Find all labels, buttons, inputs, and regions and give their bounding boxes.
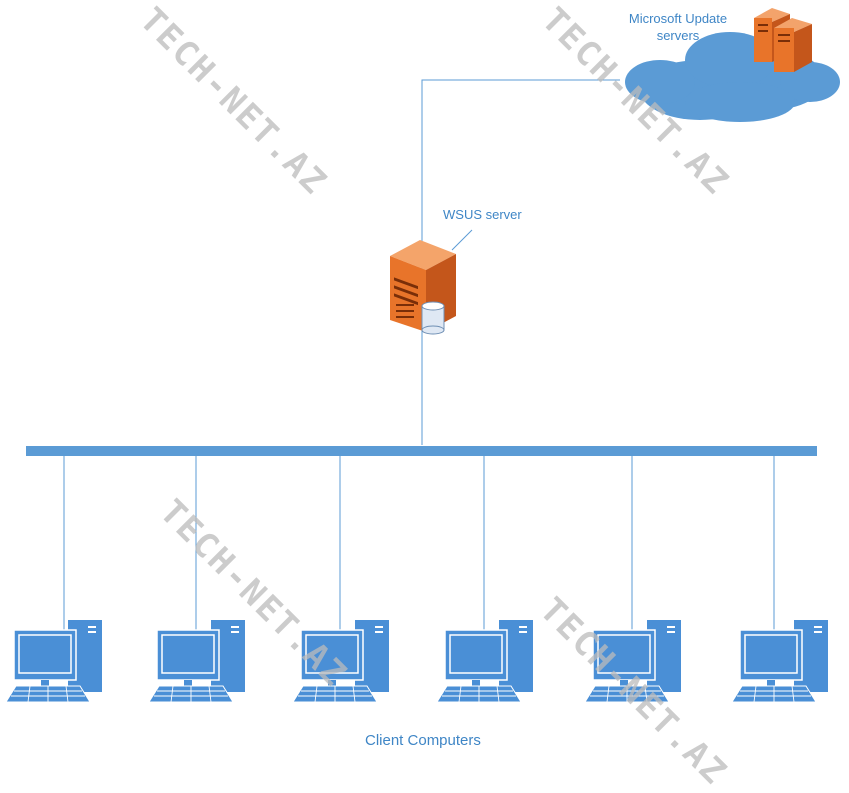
cloud-label-line-1: Microsoft Update	[628, 11, 728, 26]
cloud-icon	[625, 32, 840, 122]
client-computer-icon	[5, 619, 103, 703]
network-diagram	[5, 8, 840, 703]
client-computer-icon	[731, 619, 829, 703]
client-drop-lines	[63, 456, 775, 630]
database-icon	[421, 301, 445, 335]
update-server-icon	[774, 18, 812, 72]
network-bus	[26, 446, 817, 456]
wsus-server-label: WSUS server	[443, 207, 522, 222]
cloud-label-line-2: servers	[656, 28, 700, 43]
client-computer-icon	[148, 619, 246, 703]
client-computers-label: Client Computers	[365, 732, 481, 749]
cloud-label: Microsoft Update servers	[618, 10, 738, 44]
client-computer-icon	[436, 619, 534, 703]
wsus-label-leader	[451, 229, 473, 251]
